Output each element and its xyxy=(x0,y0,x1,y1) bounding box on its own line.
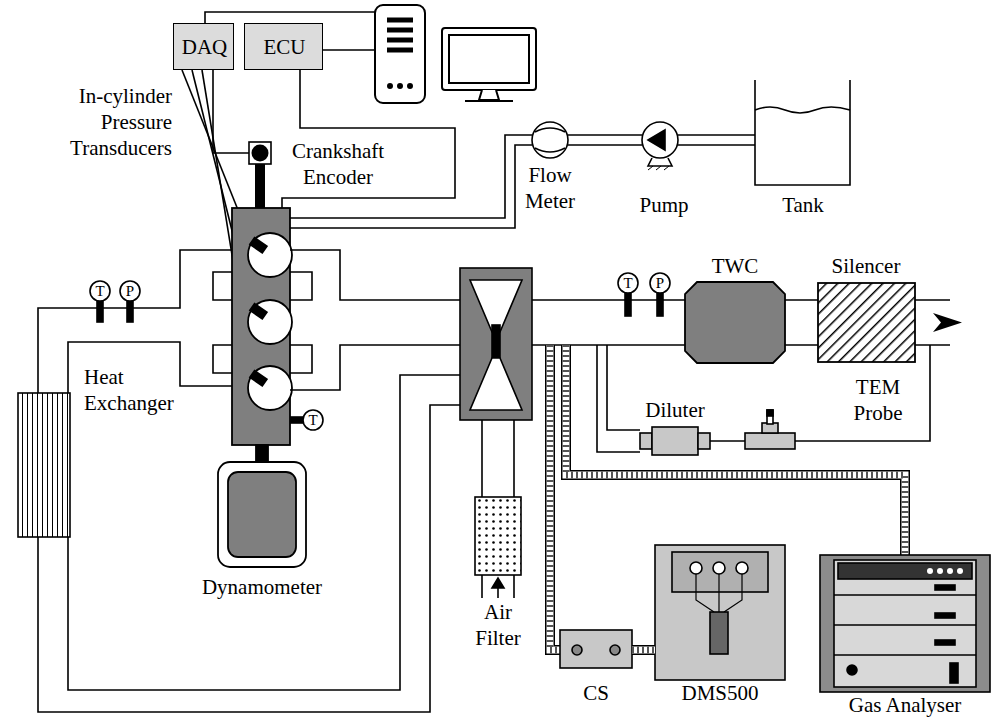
dms500-symbol xyxy=(655,545,785,680)
gas-analyser-node: Gas Analyser xyxy=(820,555,990,692)
node-label: DMS500 xyxy=(681,680,758,706)
node-label: Air Filter xyxy=(475,599,521,652)
tank-symbol xyxy=(755,80,850,185)
node-label: ECU xyxy=(264,34,306,60)
twc-shape xyxy=(685,282,785,363)
dynamometer-node: Dynamometer xyxy=(218,462,306,567)
silencer-shape xyxy=(818,283,915,362)
air-filter-node: Air Filter xyxy=(475,497,521,575)
dms500-node: DMS500 xyxy=(655,545,785,680)
turbocharger xyxy=(460,268,532,420)
pump-node: Pump xyxy=(642,122,678,158)
node-label: Tank xyxy=(782,192,824,218)
silencer-node: Silencer xyxy=(818,283,915,362)
node-label: Diluter xyxy=(645,397,704,423)
encoder-node: Crankshaft Encoder xyxy=(249,142,271,164)
connector xyxy=(785,300,818,345)
tank-node: Tank xyxy=(755,80,850,185)
node-label: Heat Exchanger xyxy=(84,364,174,417)
sensor-letter: T xyxy=(623,276,632,291)
cs-box xyxy=(560,630,632,668)
connector xyxy=(710,441,745,442)
heat-exchanger-node: Heat Exchanger xyxy=(18,393,70,537)
pump-symbol xyxy=(642,122,678,170)
node-label: DAQ xyxy=(182,34,228,60)
flow-meter-node: Flow Meter xyxy=(532,122,568,158)
crankshaft-encoder xyxy=(249,142,271,209)
sensor-letter: P xyxy=(656,276,664,291)
diluter-node: Diluter xyxy=(640,427,710,455)
node-label: Dynamometer xyxy=(202,574,322,600)
exhaust-arrow xyxy=(933,313,962,332)
connector xyxy=(632,650,655,651)
monitor xyxy=(442,28,536,101)
node-label: Silencer xyxy=(832,253,901,279)
node-label: CS xyxy=(583,680,609,706)
part-label: In-cylinder Pressure Transducers xyxy=(70,83,172,162)
engine-block xyxy=(232,208,292,445)
sensor-letter: T xyxy=(95,284,104,299)
connector xyxy=(568,135,642,145)
node-label: Crankshaft Encoder xyxy=(292,138,384,191)
node-label: TWC xyxy=(712,253,759,279)
diluter-symbol xyxy=(640,427,710,455)
node-label: Pump xyxy=(640,192,689,218)
tem-probe-node: TEM Probe xyxy=(745,410,795,449)
node-label: TEM Probe xyxy=(854,374,903,427)
connector xyxy=(213,70,249,153)
node-label: Flow Meter xyxy=(525,162,575,215)
cs-node: CS xyxy=(560,630,632,668)
sensor-letter: T xyxy=(308,413,317,428)
exhaust-pipes xyxy=(290,250,950,390)
node-label: Gas Analyser xyxy=(849,692,962,718)
tem-probe-symbol xyxy=(745,410,795,449)
ecu-box: ECU xyxy=(244,23,323,70)
twc-node: TWC xyxy=(685,282,785,363)
dilution-line xyxy=(597,345,930,452)
flow-meter-symbol xyxy=(532,122,568,158)
dynamometer-symbol xyxy=(218,445,306,567)
air-filter-symbol xyxy=(475,420,521,598)
intake-pipes xyxy=(38,250,460,712)
sensors xyxy=(90,273,670,430)
computer xyxy=(375,5,425,103)
connector xyxy=(678,135,755,145)
heat-exchanger-fins xyxy=(18,393,70,537)
fuel-line xyxy=(290,135,532,228)
sensor-letter: P xyxy=(126,284,134,299)
daq-box: DAQ xyxy=(173,23,234,70)
gas-analyser-rack xyxy=(820,555,990,692)
